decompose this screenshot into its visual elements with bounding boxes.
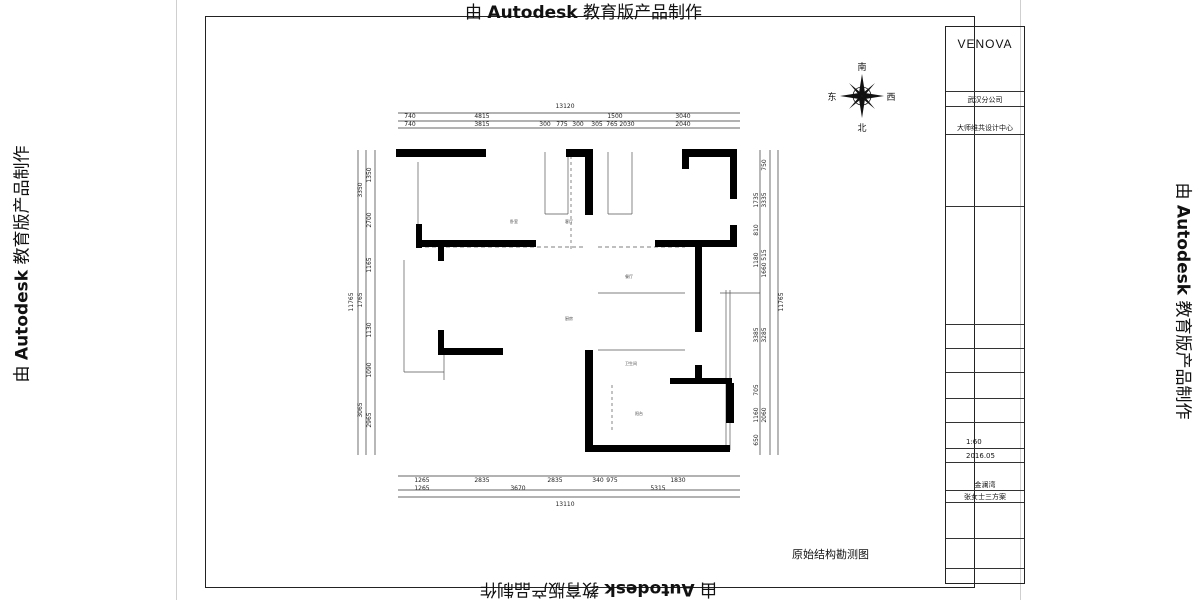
dim-bottom-3: 340 bbox=[592, 477, 604, 484]
dim-left-3: 1165 bbox=[366, 257, 373, 272]
dim-left-4: 1765 bbox=[357, 292, 364, 307]
dim-bottom-total: 13110 bbox=[555, 501, 574, 508]
project-name: 张女士三方案 bbox=[946, 491, 1024, 503]
compass-rose-icon bbox=[840, 74, 884, 118]
watermark-top: 由 Autodesk 教育版产品制作 bbox=[465, 3, 703, 23]
dim-right-0: 750 bbox=[761, 159, 768, 171]
plan-title: 原始结构勘测图 bbox=[792, 548, 869, 561]
dim-right-3: 810 bbox=[753, 224, 760, 236]
dim-top-in-4: 300 bbox=[572, 121, 584, 128]
room-label-bathroom: 卫生间 bbox=[625, 360, 637, 366]
tb-field-4 bbox=[946, 387, 1024, 399]
room-label-bedroom: 卧室 bbox=[510, 218, 518, 224]
dim-right-7: 3385 bbox=[753, 327, 760, 342]
sheet-edge-left bbox=[176, 0, 177, 600]
dim-right-8: 3285 bbox=[761, 327, 768, 342]
dim-bottom-in-1: 3670 bbox=[510, 485, 525, 492]
dim-top-in-1: 3815 bbox=[474, 121, 489, 128]
dim-right-1: 1735 bbox=[753, 192, 760, 207]
dim-right-6: 1660 bbox=[761, 262, 768, 277]
brand-logo: VENOVA bbox=[957, 37, 1013, 51]
dim-top-in-6: 765 bbox=[606, 121, 618, 128]
dim-right-10: 1160 bbox=[753, 407, 760, 422]
dim-top-in-2: 300 bbox=[539, 121, 551, 128]
sheet-edge-right bbox=[1020, 0, 1021, 600]
dim-top-total: 13120 bbox=[555, 103, 574, 110]
dim-right-total: 11765 bbox=[778, 292, 785, 311]
dim-left-total: 11765 bbox=[348, 292, 355, 311]
company-line1: 武汉分公司 bbox=[946, 93, 1024, 107]
tb-field-2 bbox=[946, 337, 1024, 349]
tb-field-6 bbox=[946, 527, 1024, 539]
tb-field-3 bbox=[946, 361, 1024, 373]
room-label-dining: 餐厅 bbox=[625, 273, 633, 279]
company-line2: 大师维共设计中心 bbox=[946, 121, 1024, 135]
dim-bottom-in-0: 1265 bbox=[414, 485, 429, 492]
dim-top-0: 740 bbox=[404, 113, 416, 120]
dim-left-2: 2700 bbox=[366, 212, 373, 227]
walls bbox=[396, 149, 737, 452]
dim-top-in-5: 305 bbox=[591, 121, 603, 128]
dim-top-1: 4815 bbox=[474, 113, 489, 120]
dim-right-2: 3335 bbox=[761, 192, 768, 207]
dim-bottom-0: 1265 bbox=[414, 477, 429, 484]
dimension-text: 13120 740 4815 1500 3040 740 3815 300 77… bbox=[404, 103, 691, 508]
title-block-logo: VENOVA bbox=[946, 27, 1024, 92]
compass-north: 南 bbox=[857, 61, 866, 73]
dim-bottom-1: 2835 bbox=[474, 477, 489, 484]
dim-left-5: 1130 bbox=[366, 322, 373, 337]
dimension-lines bbox=[357, 112, 779, 498]
dim-left-1: 1350 bbox=[366, 167, 373, 182]
room-label-balcony: 阳台 bbox=[635, 410, 643, 416]
compass-west: 西 bbox=[886, 92, 895, 103]
compass-east: 东 bbox=[827, 91, 836, 103]
dim-bottom-5: 1830 bbox=[670, 477, 685, 484]
room-annotations: 卧室 客厅 餐厅 厨房 卫生间 阳台 bbox=[510, 218, 643, 416]
dim-top-3: 3040 bbox=[675, 113, 690, 120]
room-label-living: 客厅 bbox=[565, 218, 573, 224]
dim-top-in-8: 2040 bbox=[675, 121, 690, 128]
dim-bottom-in-2: 5315 bbox=[650, 485, 665, 492]
dim-top-in-3: 775 bbox=[556, 121, 568, 128]
compass-south: 北 bbox=[857, 123, 866, 134]
tb-field-5 bbox=[946, 411, 1024, 423]
dim-right-12: 650 bbox=[753, 434, 760, 446]
room-label-kitchen: 厨房 bbox=[565, 315, 573, 321]
compass-labels: 南 北 东 西 bbox=[827, 61, 895, 134]
dim-top-2: 1500 bbox=[607, 113, 622, 120]
date-value: 2016.05 bbox=[946, 449, 1024, 463]
tb-field-7 bbox=[946, 557, 1024, 569]
client-name: 金澜湾 bbox=[946, 479, 1024, 491]
scale-value: 1:60 bbox=[946, 435, 1024, 449]
drawing-frame bbox=[205, 16, 975, 588]
dim-right-4: 1180 bbox=[753, 252, 760, 267]
interior-lines bbox=[403, 150, 760, 450]
dim-left-7: 3065 bbox=[357, 402, 364, 417]
tb-field-1 bbox=[946, 313, 1024, 325]
dim-right-11: 2060 bbox=[761, 407, 768, 422]
dim-left-6: 1090 bbox=[366, 362, 373, 377]
dim-top-in-0: 740 bbox=[404, 121, 416, 128]
dim-top-in-7: 2030 bbox=[619, 121, 634, 128]
dimension-text-vertical: 11765 3350 1350 2700 1165 1765 1130 1090… bbox=[348, 159, 785, 446]
dim-left-8: 2965 bbox=[366, 412, 373, 427]
title-block: VENOVA 武汉分公司 大师维共设计中心 1:60 2016.05 金澜湾 张… bbox=[945, 26, 1025, 584]
dim-left-0: 3350 bbox=[357, 182, 364, 197]
notes-box bbox=[946, 137, 1024, 207]
dim-right-9: 705 bbox=[753, 384, 760, 396]
dim-right-5: 515 bbox=[761, 249, 768, 261]
dim-bottom-2: 2835 bbox=[547, 477, 562, 484]
dim-bottom-4: 975 bbox=[606, 477, 618, 484]
